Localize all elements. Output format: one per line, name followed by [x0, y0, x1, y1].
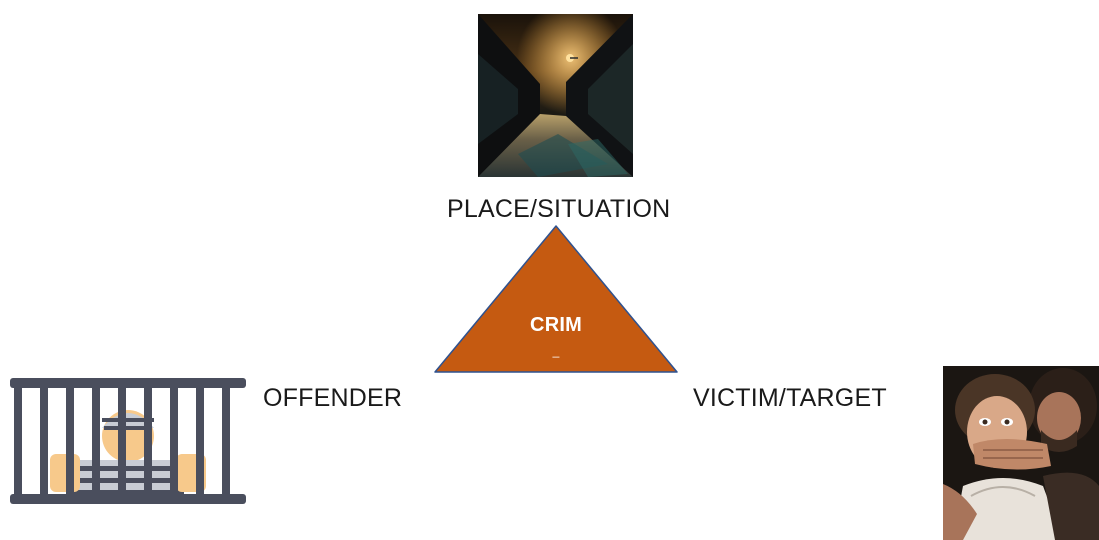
dark-alley-photo-icon: [478, 14, 633, 177]
place-situation-label: PLACE/SITUATION: [447, 195, 671, 223]
offender-label: OFFENDER: [263, 384, 403, 412]
victim-target-label: VICTIM/TARGET: [693, 384, 887, 412]
crime-label: CRIM: [530, 314, 582, 336]
triangle-icon: [434, 225, 678, 373]
crime-sublabel: _: [552, 344, 560, 358]
victim-photo-icon: [943, 366, 1099, 540]
prisoner-behind-bars-icon: [10, 378, 246, 504]
